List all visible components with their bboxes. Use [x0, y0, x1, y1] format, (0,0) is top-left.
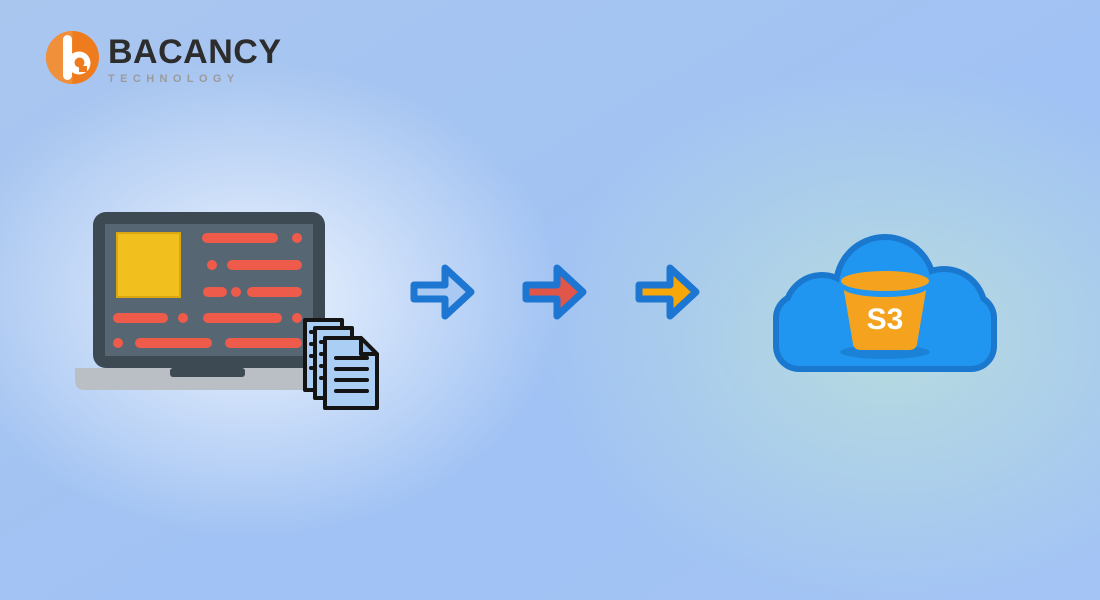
arrow-right-icon-3: [635, 264, 700, 320]
arrow-right-icon-2: [522, 264, 587, 320]
s3-bucket-icon: S3: [840, 271, 930, 359]
brand-name: BACANCY: [108, 33, 282, 71]
laptop-hinge-notch: [170, 368, 245, 377]
bacancy-logo-icon: [46, 31, 99, 89]
laptop-base: [75, 368, 343, 390]
documents-icon: [303, 318, 379, 410]
arrow-right-icon-1: [410, 264, 475, 320]
brand-subtitle: TECHNOLOGY: [108, 73, 240, 86]
brand-text: BACANCY TECHNOLOGY: [108, 31, 282, 85]
cloud-icon: S3: [773, 234, 997, 372]
s3-bucket-label: S3: [867, 303, 904, 336]
brand-logo: BACANCY TECHNOLOGY: [46, 31, 282, 89]
screen-accent-square: [116, 232, 181, 298]
screen-code-bars: [113, 233, 302, 348]
laptop-icon: [75, 212, 379, 410]
